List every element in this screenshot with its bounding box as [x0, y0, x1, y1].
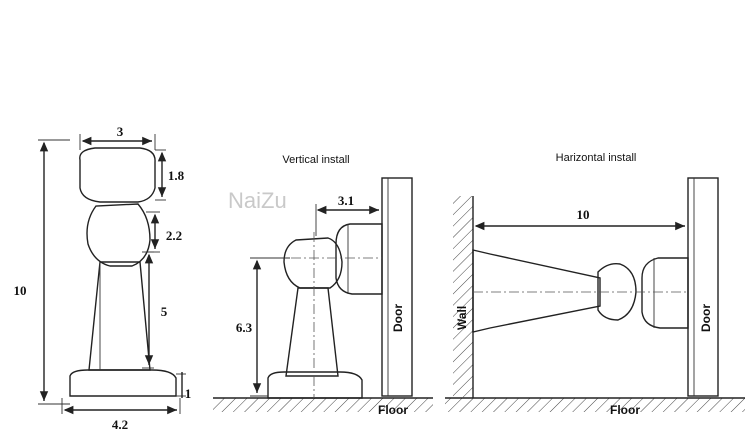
vertical-height-label: 6.3: [236, 320, 253, 335]
horizontal-wall-stopper: [472, 249, 637, 333]
door-stop-side-view: [69, 147, 177, 397]
dimension-lines-left: [38, 134, 186, 415]
horizontal-length-label: 10: [577, 207, 590, 222]
dim-label-cap-height: 1.8: [168, 168, 185, 183]
stopper-ball: [283, 237, 343, 289]
dim-label-base-height: 1: [185, 386, 192, 401]
horizontal-floor-label: Floor: [610, 403, 640, 417]
door-panel: [687, 177, 719, 397]
wall-hatch: [453, 196, 473, 398]
floor-hatch: [445, 398, 745, 412]
horizontal-door-label: Door: [699, 304, 713, 332]
stopper-neck: [285, 287, 339, 377]
horizontal-install-title: Harizontal install: [556, 152, 637, 164]
vertical-offset-label: 3.1: [338, 193, 354, 208]
vertical-floor-stopper: [255, 232, 382, 399]
stopper-column: [88, 261, 151, 371]
vertical-door: [381, 177, 413, 397]
floor-hatch: [213, 398, 433, 412]
horizontal-floor: [445, 397, 745, 412]
horizontal-wall: [453, 196, 474, 398]
catch-body: [641, 257, 689, 329]
dim-label-base-width: 4.2: [112, 417, 128, 432]
catch-body: [335, 223, 383, 295]
stopper-cap: [79, 147, 156, 203]
vertical-door-label: Door: [391, 304, 405, 332]
dim-label-ball-height: 2.2: [166, 228, 182, 243]
vertical-floor-label: Floor: [378, 403, 408, 417]
stopper-arm: [472, 249, 601, 333]
stopper-ball-joint: [86, 203, 151, 267]
stopper-foot: [267, 371, 363, 399]
horizontal-door: [687, 177, 719, 397]
dim-label-cap-width: 3: [117, 124, 124, 139]
horizontal-wall-label: Wall: [455, 306, 469, 330]
vertical-install-title: Vertical install: [282, 154, 349, 166]
vertical-door-catch: [335, 223, 383, 295]
watermark-logo: NaiZu: [228, 188, 287, 213]
dim-label-column-height: 5: [161, 304, 168, 319]
door-panel: [381, 177, 413, 397]
horizontal-door-catch: [641, 257, 689, 329]
stopper-base: [69, 369, 177, 397]
dim-label-total-height: 10: [14, 283, 27, 298]
